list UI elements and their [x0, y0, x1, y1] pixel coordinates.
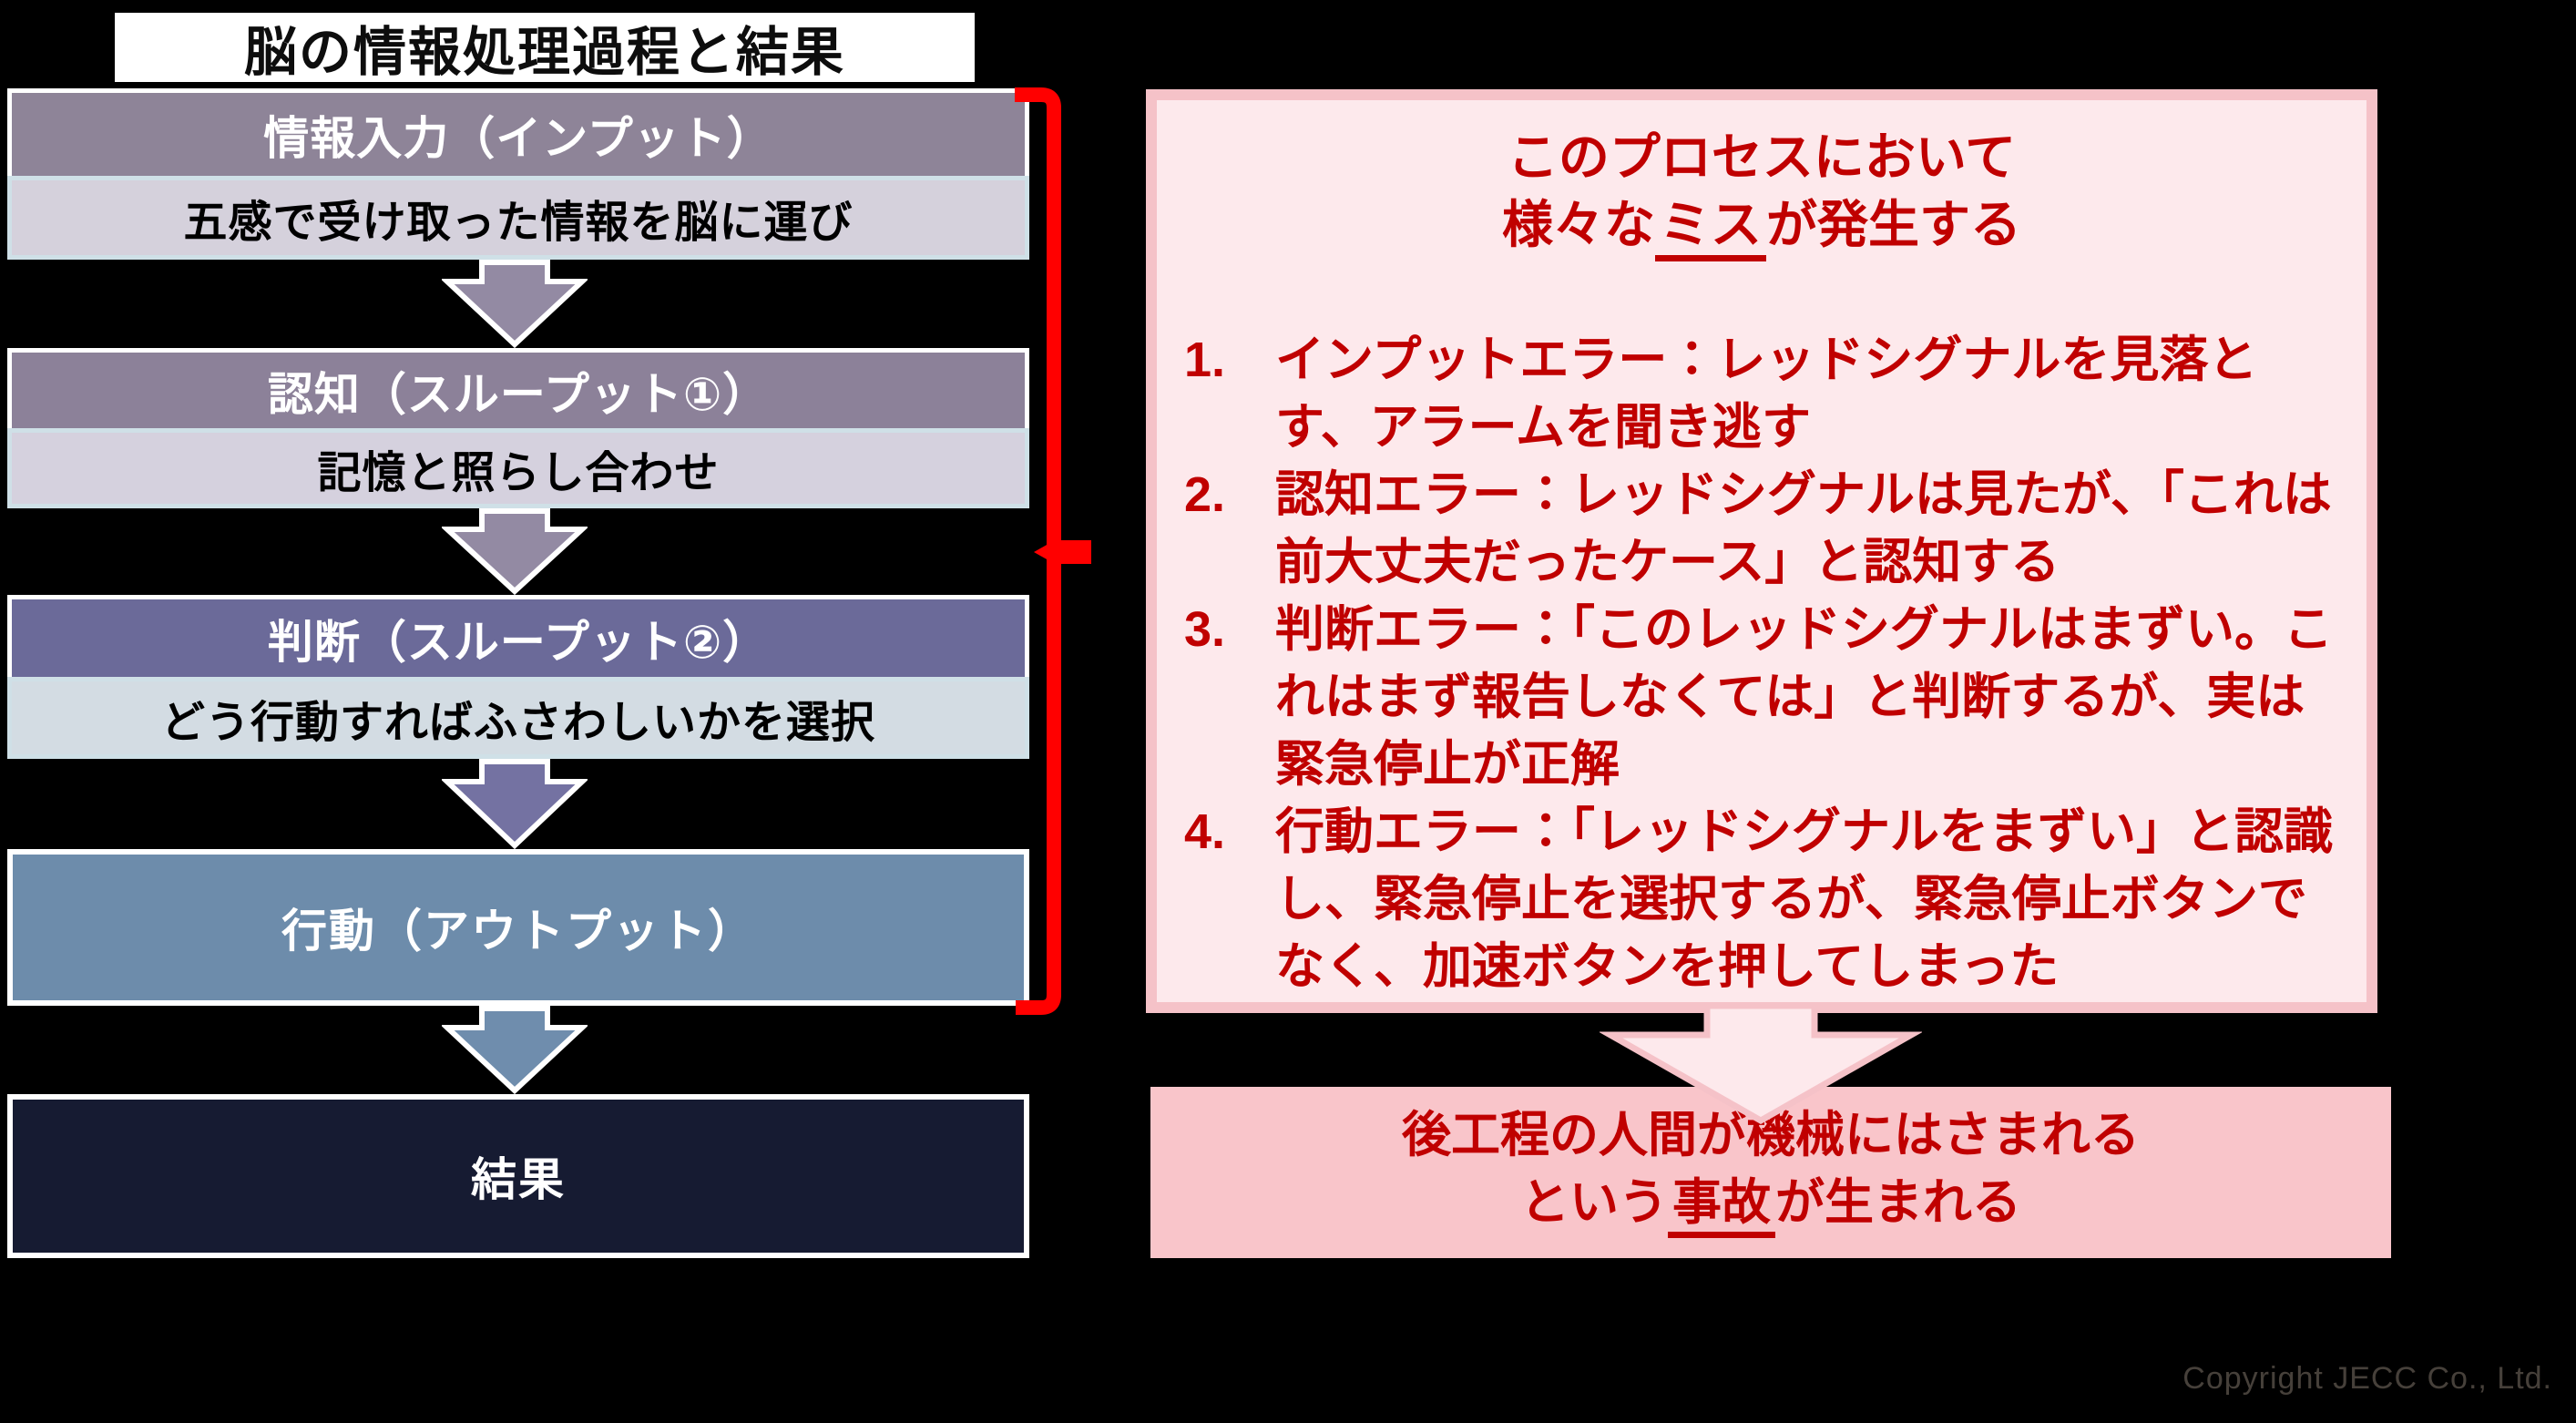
underlined-word-miss: ミス [1655, 196, 1766, 261]
stage-input-header: 情報入力（インプット） [7, 88, 1029, 176]
down-arrow-icon [442, 260, 588, 348]
error-list: 1.インプットエラー：レッドシグナルを見落とす、アラームを聞き逃す 2.認知エラ… [1184, 326, 2343, 1000]
stage-result-label: 結果 [471, 1154, 566, 1205]
error-item: 2.認知エラー：レッドシグナルは見たが、「これは前大丈夫だったケース」と認知する [1184, 467, 2332, 589]
down-arrow-icon [442, 508, 588, 595]
process-error-note: このプロセスにおいて 様々なミスが発生する 1.インプットエラー：レッドシグナル… [1146, 89, 2377, 1013]
stage-input: 情報入力（インプット） 五感で受け取った情報を脳に運び [7, 88, 1029, 260]
stage-cognition-body: 記憶と照らし合わせ [7, 428, 1029, 508]
stage-cognition-header: 認知（スループット①） [7, 348, 1029, 428]
error-item: 4.行動エラー：「レッドシグナルをまずい」と認識し、緊急停止を選択するが、緊急停… [1184, 804, 2333, 994]
stage-judgment-header: 判断（スループット②） [7, 595, 1029, 677]
copyright-text: Copyright JECC Co., Ltd. [2182, 1361, 2552, 1396]
down-arrow-icon [442, 759, 588, 849]
underlined-word-accident: 事故 [1668, 1175, 1775, 1238]
slide-title: 脳の情報処理過程と結果 [243, 23, 845, 82]
red-bracket-icon [1015, 87, 1091, 1015]
stage-cognition: 認知（スループット①） 記憶と照らし合わせ [7, 348, 1029, 508]
stage-result-box: 結果 [7, 1094, 1029, 1258]
note-heading-line2: 様々なミスが発生する [1166, 191, 2357, 261]
pink-down-arrow-icon [1600, 1006, 1922, 1125]
stage-judgment: 判断（スループット②） どう行動すればふさわしいかを選択 [7, 595, 1029, 759]
note-heading-line1: このプロセスにおいて [1507, 128, 2017, 186]
stage-judgment-body: どう行動すればふさわしいかを選択 [7, 677, 1029, 759]
slide-title-box: 脳の情報処理過程と結果 [115, 13, 975, 82]
down-arrow-icon [442, 1006, 588, 1094]
stage-action-label: 行動（アウトプット） [281, 906, 755, 957]
error-item: 1.インプットエラー：レッドシグナルを見落とす、アラームを聞き逃す [1184, 333, 2258, 455]
stage-action-box: 行動（アウトプット） [7, 849, 1029, 1006]
stage-input-body: 五感で受け取った情報を脳に運び [7, 176, 1029, 260]
error-item: 3.判断エラー：「このレッドシグナルはまずい。これはまず報告しなくては」と判断す… [1184, 602, 2333, 792]
note-heading: このプロセスにおいて 様々なミスが発生する [1166, 124, 2357, 261]
outcome-line2: という事故が生まれる [1150, 1169, 2391, 1238]
